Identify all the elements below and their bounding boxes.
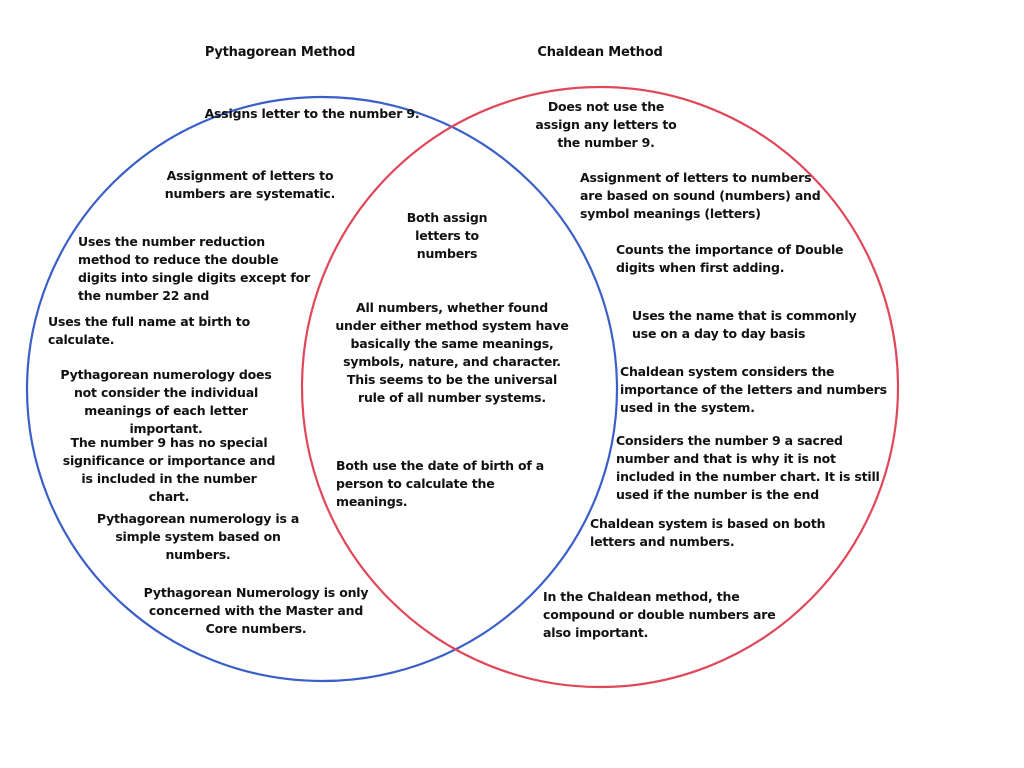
both-item: Both assign letters to numbers <box>406 210 488 261</box>
pythagorean-item: The number 9 has no special significance… <box>62 435 276 504</box>
chaldean-item: Counts the importance of Double digits w… <box>616 242 844 275</box>
pythagorean-item: Uses the full name at birth to calculate… <box>48 314 250 347</box>
chaldean-item: Assignment of letters to numbers are bas… <box>580 170 821 221</box>
chaldean-item: Chaldean system considers the importance… <box>620 364 887 415</box>
pythagorean-circle <box>25 95 619 683</box>
chaldean-circle <box>300 85 900 689</box>
both-item: Both use the date of birth of a person t… <box>336 458 545 509</box>
pythagorean-item: Assigns letter to the number 9. <box>204 106 420 121</box>
pythagorean-item: Pythagorean numerology does not consider… <box>60 367 272 436</box>
pythagorean-title: Pythagorean Method <box>204 45 356 60</box>
chaldean-item: Does not use the assign any letters to t… <box>535 99 677 150</box>
chaldean-item: Chaldean system is based on both letters… <box>590 516 826 549</box>
chaldean-item: In the Chaldean method, the compound or … <box>543 589 776 640</box>
pythagorean-item: Uses the number reduction method to redu… <box>78 234 310 303</box>
pythagorean-item: Assignment of letters to numbers are sys… <box>164 168 336 201</box>
chaldean-title: Chaldean Method <box>537 45 663 60</box>
both-item: All numbers, whether found under either … <box>335 300 569 405</box>
chaldean-item: Uses the name that is commonly use on a … <box>632 308 857 341</box>
pythagorean-item: Pythagorean Numerology is only concerned… <box>143 585 369 636</box>
pythagorean-item: Pythagorean numerology is a simple syste… <box>96 511 300 562</box>
chaldean-item: Considers the number 9 a sacred number a… <box>616 433 880 502</box>
